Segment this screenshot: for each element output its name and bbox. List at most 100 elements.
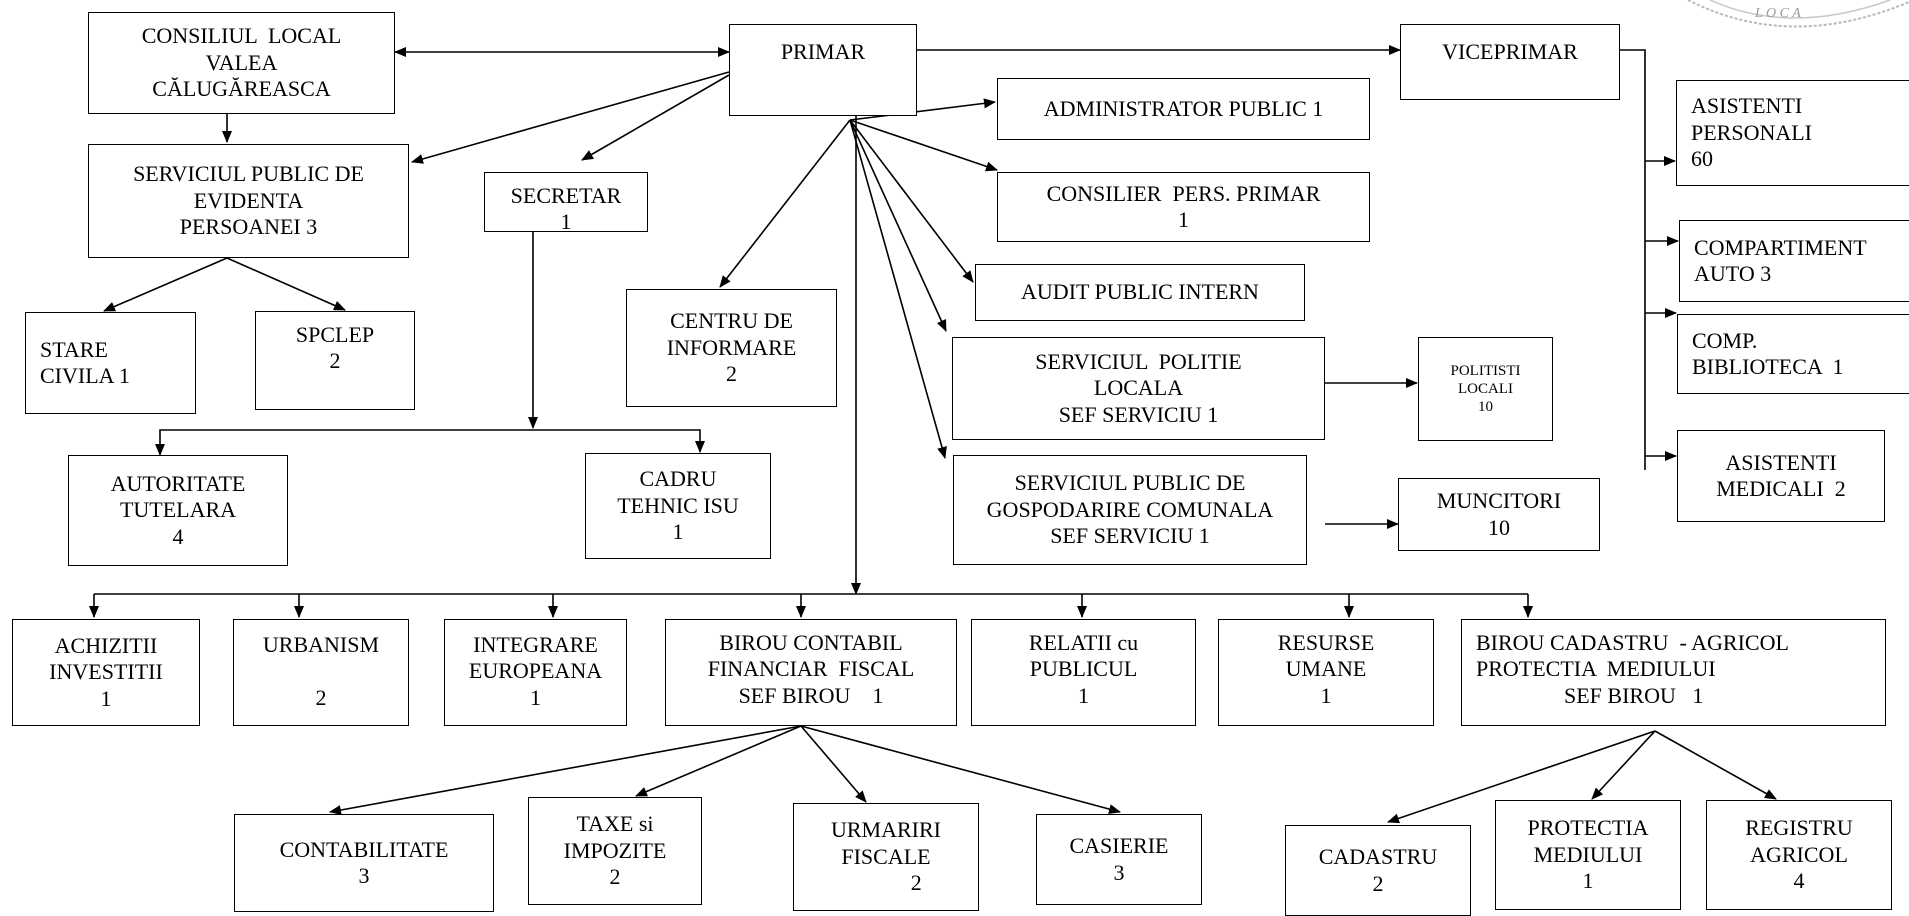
link-contabil-taxe bbox=[635, 725, 802, 797]
box-text-line: 2 bbox=[850, 870, 922, 896]
box-text-line: 1 bbox=[672, 519, 684, 545]
box-text-line: URBANISM bbox=[262, 632, 380, 657]
box-comp-biblioteca: COMP.BIBLIOTECA 1 bbox=[1677, 314, 1909, 394]
box-text-line: 4 bbox=[1793, 868, 1805, 894]
box-text-line: 1 bbox=[100, 685, 112, 711]
box-text-line: AUTO 3 bbox=[1694, 261, 1772, 286]
box-text-line: ACHIZITII bbox=[54, 632, 158, 658]
box-text-line: ADMINISTRATOR PUBLIC 1 bbox=[1043, 95, 1324, 121]
box-text-line: GOSPODARIRE COMUNALA bbox=[986, 496, 1274, 522]
box-text-line: SEF SERVICIU 1 bbox=[1050, 523, 1210, 549]
link-evidenta-starecivila bbox=[103, 257, 228, 312]
box-text-line: 1 bbox=[1078, 682, 1089, 708]
box-text-line: VALEA bbox=[205, 49, 278, 75]
box-text-line: CONSILIER PERS. PRIMAR bbox=[1046, 180, 1321, 206]
link-hub-consilier bbox=[849, 119, 998, 172]
link-hub-gospodarire bbox=[849, 119, 947, 459]
box-text-line: 1 bbox=[1320, 682, 1332, 708]
link-cadastru-registru bbox=[1654, 730, 1777, 800]
box-text-line: SERVICIUL POLITIE bbox=[1035, 348, 1242, 374]
box-text-line: STARE bbox=[40, 336, 108, 362]
stamp-text: L O C A bbox=[1754, 6, 1801, 21]
box-text-line: RESURSE bbox=[1277, 630, 1375, 655]
box-text-line: 60 bbox=[1691, 146, 1713, 172]
box-text-line: VICEPRIMAR bbox=[1442, 39, 1578, 64]
box-text-line: PERSOANEI 3 bbox=[179, 214, 318, 240]
box-text-line: INTEGRARE bbox=[473, 632, 598, 657]
box-text-line: 3 bbox=[1113, 859, 1125, 885]
box-text-line: ASISTENTI bbox=[1691, 93, 1803, 119]
box-viceprimar: VICEPRIMAR bbox=[1400, 24, 1620, 100]
box-text-line: BIROU CADASTRU - AGRICOL bbox=[1476, 630, 1789, 655]
box-text-line: CENTRU DE bbox=[670, 308, 793, 334]
box-text-line: PUBLICUL bbox=[1029, 656, 1138, 682]
box-text-line: CADRU bbox=[639, 466, 717, 492]
box-text-line: 4 bbox=[172, 523, 184, 549]
box-text-line: UMANE bbox=[1285, 656, 1367, 682]
box-text-line: 2 bbox=[726, 361, 737, 387]
box-text-line: IMPOZITE bbox=[563, 837, 667, 863]
link-primar-evidenta bbox=[411, 71, 730, 164]
box-text-line: 1 bbox=[530, 684, 541, 710]
box-text-line: 3 bbox=[358, 863, 370, 888]
box-administrator-public: ADMINISTRATOR PUBLIC 1 bbox=[997, 78, 1370, 140]
box-text-line: BIROU CONTABIL bbox=[719, 630, 903, 655]
box-text-line: MUNCITORI bbox=[1436, 488, 1562, 514]
link-contabil-urmariri bbox=[800, 725, 867, 803]
box-text-line: 1 bbox=[560, 209, 572, 232]
box-text-line: COMP. bbox=[1692, 327, 1758, 353]
box-text-line: EUROPEANA bbox=[468, 658, 603, 684]
box-text-line: EVIDENTA bbox=[193, 187, 304, 213]
box-text-line: SEF SERVICIU 1 bbox=[1058, 401, 1219, 427]
box-text-line: PROTECTIA MEDIULUI bbox=[1476, 656, 1716, 682]
box-text-line: 10 bbox=[1488, 514, 1510, 540]
link-evidenta-spclep bbox=[226, 257, 346, 311]
box-audit-public-intern: AUDIT PUBLIC INTERN bbox=[975, 264, 1305, 321]
box-text-line: URMARIRI bbox=[830, 817, 941, 843]
box-text-line: SEF BIROU 1 bbox=[1476, 682, 1704, 708]
box-text-line: MEDIULUI bbox=[1533, 841, 1643, 867]
box-primar: PRIMAR bbox=[729, 24, 917, 116]
link-primar-secretar bbox=[581, 74, 730, 161]
box-text-line: 10 bbox=[1478, 399, 1493, 415]
box-text-line: PRIMAR bbox=[780, 39, 866, 64]
box-text-line: LOCALI bbox=[1458, 381, 1513, 397]
box-text-line: CONTABILITATE bbox=[279, 836, 449, 862]
link-hub-centru bbox=[719, 119, 851, 288]
box-text-line: CADASTRU bbox=[1318, 844, 1438, 870]
box-text-line: 1 bbox=[1582, 868, 1594, 894]
box-text-line: INFORMARE bbox=[666, 334, 797, 360]
box-text-line: SERVICIUL PUBLIC DE bbox=[133, 161, 364, 187]
box-text-line: 1 bbox=[1178, 207, 1189, 232]
box-text-line bbox=[318, 658, 324, 684]
link-viceprimar-branch bbox=[1620, 49, 1646, 470]
box-urbanism: URBANISM 2 bbox=[233, 619, 409, 726]
box-text-line: CĂLUGĂREASCA bbox=[152, 76, 331, 102]
link-contabil-contabilitate bbox=[329, 725, 802, 815]
box-text-line: INVESTITII bbox=[49, 659, 163, 685]
